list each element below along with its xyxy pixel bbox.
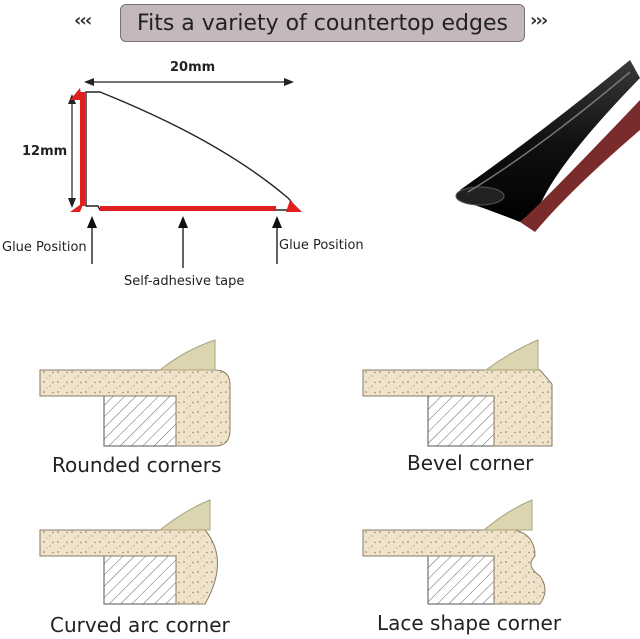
width-arrow-right-icon	[284, 78, 294, 86]
right-glue-marker-icon	[286, 200, 302, 212]
top-left-glue-marker-icon	[70, 88, 82, 100]
bottom-left-glue-marker-icon	[70, 202, 84, 212]
page-title: Fits a variety of countertop edges	[137, 10, 508, 36]
profile-diagram	[68, 78, 302, 268]
tape-label: Self-adhesive tape	[124, 274, 245, 289]
glue-right-arrow-icon	[272, 216, 282, 228]
bottom-tape-strip	[100, 206, 276, 211]
profile-outline	[85, 91, 294, 211]
edge-lace-shape-illustration	[362, 499, 546, 605]
edge-caption-curved-arc: Curved arc corner	[50, 613, 230, 637]
width-label: 20mm	[170, 60, 216, 75]
edge-bevel-illustration	[362, 339, 553, 447]
glue-left-arrow-icon	[87, 216, 97, 228]
glue-right-label: Glue Position	[279, 238, 364, 253]
edge-caption-bevel: Bevel corner	[407, 451, 534, 475]
left-glue-strip	[80, 92, 85, 206]
width-arrow-left-icon	[84, 78, 94, 86]
left-chevrons: ‹‹‹	[74, 10, 92, 31]
glue-left-label: Glue Position	[2, 240, 87, 255]
edge-rounded-illustration	[39, 339, 231, 447]
product-strip-image	[455, 60, 640, 232]
tape-arrow-icon	[178, 216, 188, 228]
height-label: 12mm	[22, 144, 68, 159]
height-arrow-bottom-icon	[68, 198, 76, 208]
page-title-banner: Fits a variety of countertop edges	[120, 4, 525, 42]
edge-caption-rounded: Rounded corners	[52, 453, 222, 477]
right-chevrons: ›››	[530, 10, 548, 31]
edge-curved-arc-illustration	[39, 499, 218, 605]
edge-caption-lace: Lace shape corner	[377, 611, 562, 635]
